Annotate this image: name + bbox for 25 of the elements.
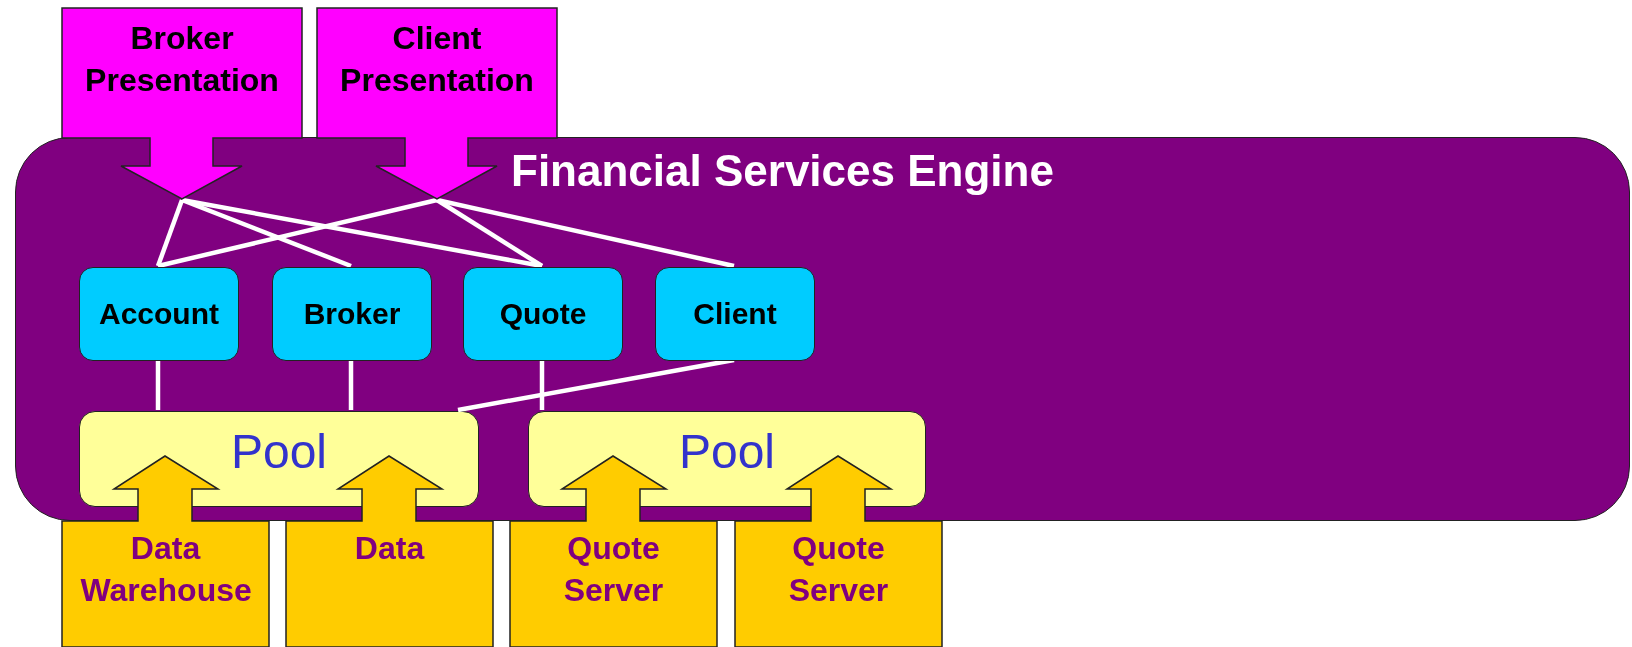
connector-line bbox=[155, 360, 161, 410]
component-label: Broker bbox=[303, 297, 401, 331]
connector-line bbox=[348, 360, 354, 410]
component-box bbox=[79, 267, 239, 361]
connector-line bbox=[155, 199, 185, 267]
engine-panel bbox=[15, 137, 1630, 521]
pool-label: Pool bbox=[678, 426, 776, 480]
connector-line bbox=[436, 197, 735, 269]
pool-label: Pool bbox=[230, 426, 328, 480]
component-box bbox=[655, 267, 815, 361]
arrow-label: Broker Presentation bbox=[84, 19, 280, 100]
arrow-label: Data Warehouse bbox=[80, 529, 251, 610]
connector-line bbox=[157, 197, 438, 269]
arrow-label: Data bbox=[353, 529, 426, 568]
engine-title: Financial Services Engine bbox=[511, 146, 1054, 196]
component-box bbox=[463, 267, 623, 361]
arrow-label: Quote Server bbox=[787, 529, 890, 610]
component-label: Account bbox=[99, 297, 219, 331]
connector-line bbox=[435, 198, 544, 268]
component-label: Quote bbox=[499, 297, 587, 331]
component-label: Client bbox=[693, 297, 777, 331]
arrow-label: Client Presentation bbox=[339, 19, 535, 100]
component-box bbox=[272, 267, 432, 361]
connector-line bbox=[539, 360, 545, 410]
arrow-label: Quote Server bbox=[562, 529, 665, 610]
